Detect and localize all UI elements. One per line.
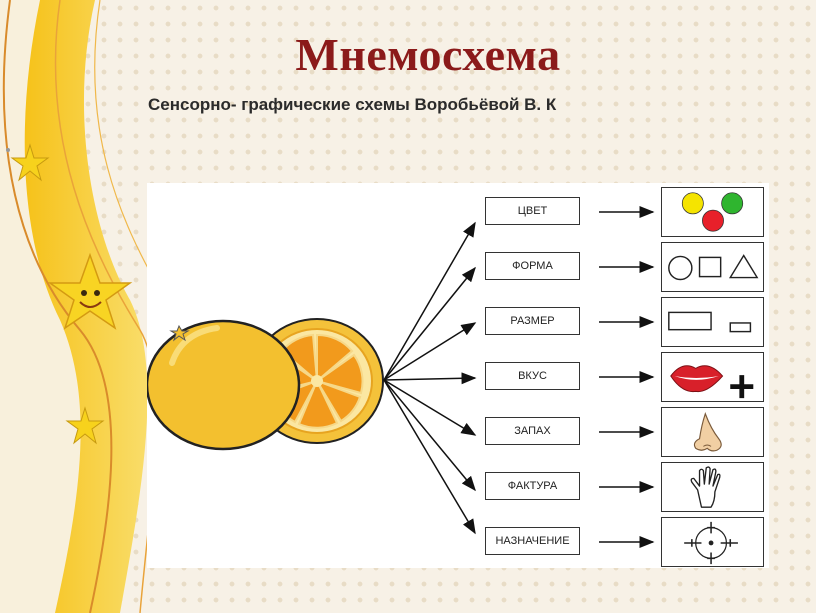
property-label-smell: ЗАПАХ: [485, 417, 580, 445]
property-arrows: [599, 206, 655, 548]
lips-plus-icon: [670, 365, 754, 399]
shapes-icon: [668, 254, 759, 281]
connector-arrows: [383, 221, 477, 535]
property-label-shape: ФОРМА: [485, 252, 580, 280]
star-icon: [10, 143, 50, 182]
icon-box-purpose: [661, 517, 764, 567]
diagram-graphics: [147, 206, 655, 548]
icon-box-smell: [661, 407, 764, 457]
mnemonic-diagram: ЦВЕТ ФОРМА РАЗМЕР ВКУС ЗАПАХ ФАКТУРА НАЗ…: [147, 183, 769, 568]
star-icon: [65, 406, 105, 445]
property-label-color: ЦВЕТ: [485, 197, 580, 225]
colored-dots-icon: [681, 192, 744, 232]
hand-icon: [690, 466, 721, 508]
page-title: Мнемосхема: [295, 29, 561, 80]
target-icon: [684, 521, 738, 565]
nose-icon: [693, 412, 722, 452]
property-label-taste: ВКУС: [485, 362, 580, 390]
property-label-purpose: НАЗНАЧЕНИЕ: [485, 527, 580, 555]
icon-box-texture: [661, 462, 764, 512]
icon-box-taste: [661, 352, 764, 402]
size-rectangles-icon: [668, 311, 752, 333]
property-label-texture: ФАКТУРА: [485, 472, 580, 500]
orange-icon: [147, 318, 384, 451]
left-decoration: [0, 0, 161, 613]
icon-box-shape: [661, 242, 764, 292]
page-subtitle: Сенсорно- графические схемы Воробьёвой В…: [148, 95, 557, 114]
smiling-star-icon: [47, 252, 133, 330]
icon-box-size: [661, 297, 764, 347]
property-label-size: РАЗМЕР: [485, 307, 580, 335]
icon-box-color: [661, 187, 764, 237]
